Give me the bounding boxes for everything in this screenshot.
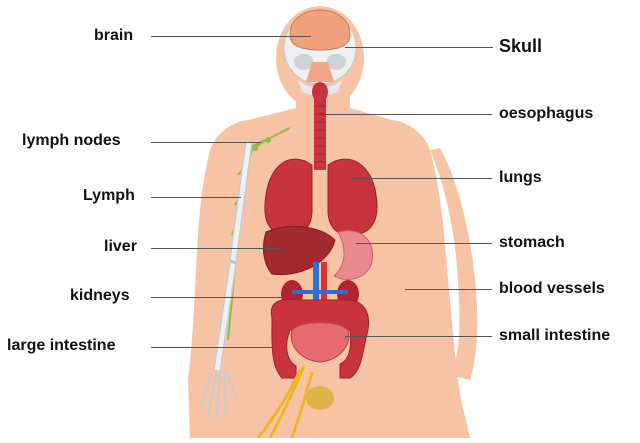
label-blood-vessels: blood vessels	[499, 280, 605, 298]
leader-line-oesophagus	[326, 114, 492, 115]
leader-line-brain	[151, 36, 311, 37]
label-oesophagus: oesophagus	[499, 105, 593, 123]
label-lymph-nodes: lymph nodes	[22, 132, 121, 150]
leader-line-skull	[345, 47, 493, 48]
brain-shape	[290, 10, 350, 50]
leader-line-lymph	[151, 197, 241, 198]
leader-line-kidneys	[151, 297, 287, 298]
label-lymph: Lymph	[83, 187, 135, 205]
label-small-intestine: small intestine	[499, 327, 610, 345]
leader-line-large-intestine	[151, 347, 276, 348]
label-large-intestine: large intestine	[7, 337, 115, 355]
label-liver: liver	[104, 238, 137, 256]
label-brain: brain	[94, 27, 133, 45]
leader-line-stomach	[356, 243, 492, 244]
leader-line-lymph-nodes	[151, 142, 261, 143]
leader-line-lungs	[352, 178, 492, 179]
leader-line-small-intestine	[345, 336, 492, 337]
leader-line-blood-vessels	[405, 289, 492, 290]
label-skull: Skull	[499, 37, 542, 55]
label-stomach: stomach	[499, 234, 565, 252]
label-kidneys: kidneys	[70, 287, 130, 305]
bladder	[306, 386, 334, 410]
label-lungs: lungs	[499, 169, 542, 187]
oesophagus-shape	[314, 98, 326, 170]
leader-line-liver	[151, 248, 281, 249]
